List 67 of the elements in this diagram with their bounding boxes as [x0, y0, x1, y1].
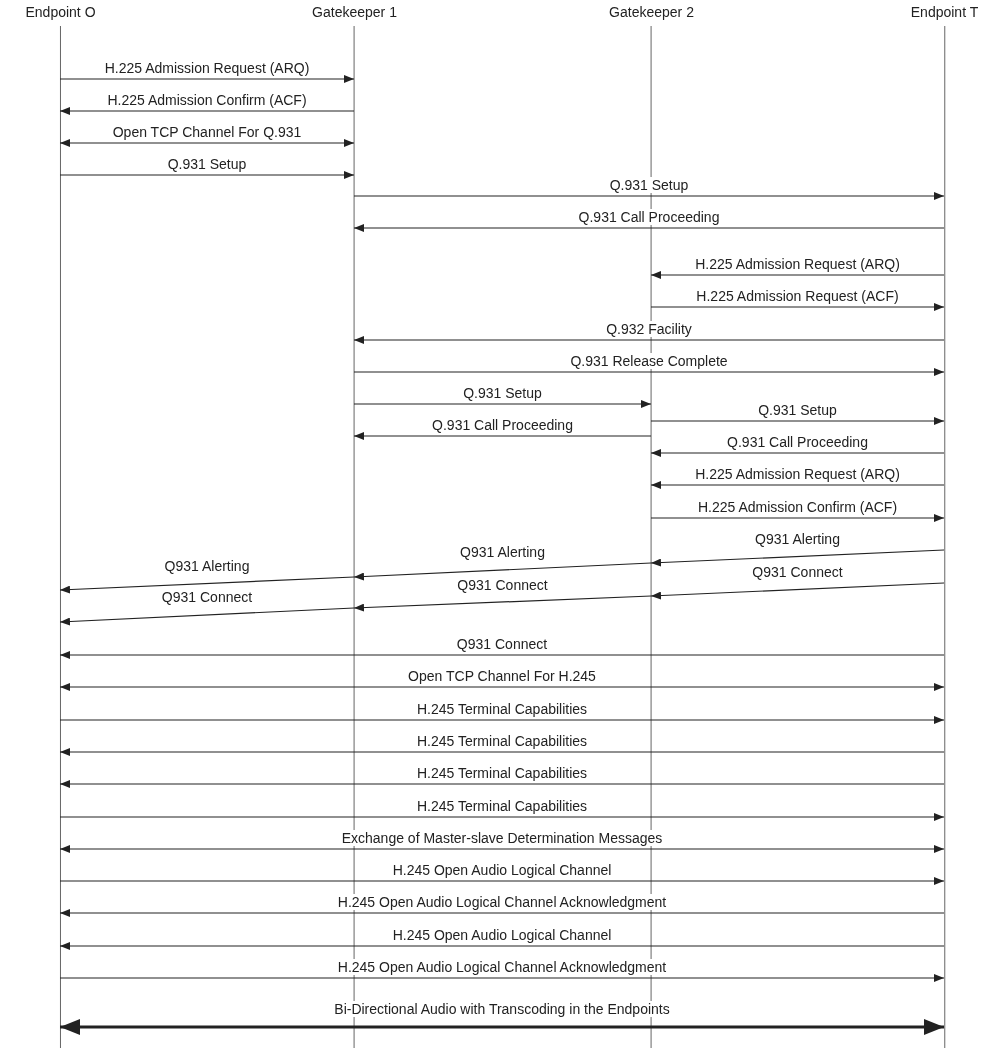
message-arrow	[59, 845, 945, 853]
message-arrow	[353, 595, 652, 612]
message-label: Q.931 Setup	[607, 177, 691, 193]
message-arrow	[59, 607, 355, 626]
message-arrow	[59, 651, 945, 659]
message-arrow	[353, 562, 652, 581]
participant-label: Gatekeeper 1	[312, 4, 397, 20]
message-arrow	[59, 107, 355, 115]
message-label: H.245 Open Audio Logical Channel	[390, 862, 614, 878]
participant-label: Endpoint O	[25, 4, 96, 20]
participant-label: Endpoint T	[910, 4, 979, 20]
message-arrow	[353, 368, 945, 376]
message-arrow	[59, 171, 355, 179]
message-arrow	[353, 400, 652, 408]
message-label: H.225 Admission Request (ARQ)	[693, 466, 902, 482]
message-label: Q.931 Call Proceeding	[725, 434, 870, 450]
message-arrow	[59, 780, 945, 788]
message-arrow	[59, 683, 945, 691]
participant-label: Gatekeeper 2	[609, 4, 694, 20]
message-arrow	[59, 909, 945, 917]
message-label: H.225 Admission Request (ACF)	[694, 288, 901, 304]
message-arrow	[650, 549, 945, 567]
message-arrow	[650, 582, 945, 600]
message-arrow	[59, 716, 945, 724]
message-label: Q.931 Call Proceeding	[576, 209, 722, 225]
message-label: H.225 Admission Request (ARQ)	[102, 60, 312, 76]
message-arrow	[59, 974, 945, 982]
message-arrow	[353, 432, 652, 440]
message-label: Bi-Directional Audio with Transcoding in the Endpoints	[332, 1001, 672, 1017]
message-label: Q.932 Facility	[604, 321, 694, 337]
message-label: Q931 Alerting	[458, 544, 547, 560]
message-label: Q931 Connect	[454, 636, 550, 652]
message-label: H.225 Admission Confirm (ACF)	[105, 92, 309, 108]
message-arrow	[353, 192, 945, 200]
message-label: H.245 Open Audio Logical Channel Acknowledgment	[335, 894, 669, 910]
message-arrow	[650, 449, 945, 457]
message-arrow	[59, 748, 945, 756]
message-arrow	[353, 336, 945, 344]
message-arrow	[60, 1019, 944, 1035]
message-arrow	[59, 813, 945, 821]
message-label: Q.931 Setup	[756, 402, 839, 418]
message-label: Q931 Alerting	[162, 558, 252, 574]
message-label: Q931 Alerting	[753, 531, 842, 547]
message-label: H.245 Open Audio Logical Channel Acknowledgment	[335, 959, 669, 975]
message-arrow	[650, 271, 945, 279]
message-label: Open TCP Channel For H.245	[406, 668, 598, 684]
message-arrow	[59, 139, 355, 147]
message-arrow	[59, 576, 355, 594]
message-arrow	[59, 877, 945, 885]
message-label: Q.931 Setup	[165, 156, 249, 172]
message-arrow	[353, 224, 945, 232]
message-arrow	[59, 942, 945, 950]
message-arrow	[650, 417, 945, 425]
message-label: H.225 Admission Request (ARQ)	[693, 256, 902, 272]
message-arrow	[59, 75, 355, 83]
message-arrow	[650, 303, 945, 311]
message-label: H.245 Open Audio Logical Channel	[390, 927, 614, 943]
message-label: Q931 Connect	[455, 577, 550, 593]
message-label: Q.931 Call Proceeding	[430, 417, 575, 433]
message-label: Q.931 Setup	[461, 385, 544, 401]
message-label: Exchange of Master-slave Determination Messages	[339, 830, 665, 846]
message-label: Q.931 Release Complete	[568, 353, 730, 369]
message-label: Q931 Connect	[159, 589, 255, 605]
message-arrow	[650, 481, 945, 489]
message-label: Q931 Connect	[750, 564, 845, 580]
message-label: Open TCP Channel For Q.931	[110, 124, 304, 140]
message-arrow	[650, 514, 945, 522]
